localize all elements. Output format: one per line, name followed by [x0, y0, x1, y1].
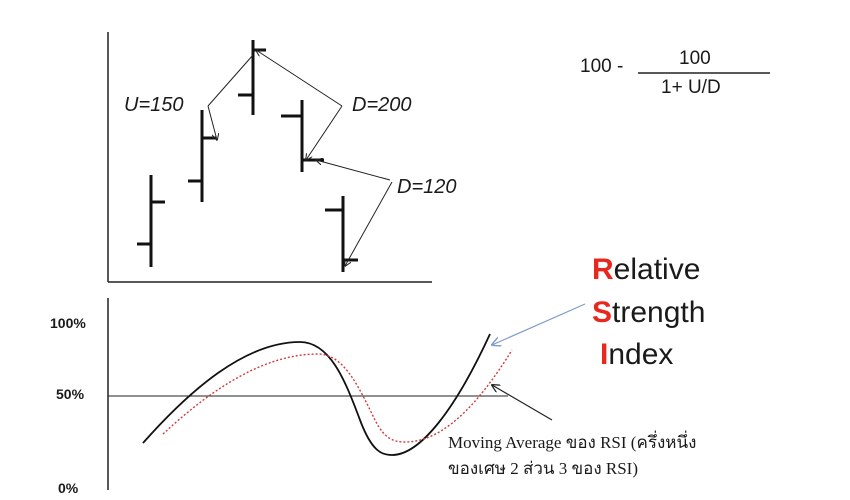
d2-arrow-bottom — [345, 181, 393, 266]
u-arrow-line — [207, 54, 254, 107]
price-bar-1 — [137, 175, 165, 267]
u-arrow — [207, 105, 217, 140]
ohlc-bars — [137, 40, 358, 272]
d1-arrow-top — [256, 50, 343, 107]
price-chart-axes — [107, 32, 432, 283]
label-u: U=150 — [124, 94, 184, 116]
rsi-title: Relative Strength Index — [592, 253, 705, 371]
title-strength: Strength — [592, 296, 705, 329]
y-label-50: 50% — [56, 386, 85, 402]
price-bar-5 — [325, 196, 358, 272]
price-bar-3 — [238, 40, 266, 115]
formula-numerator: 100 — [679, 48, 711, 69]
price-bar-2 — [188, 110, 216, 202]
y-label-0: 0% — [58, 480, 79, 496]
label-d1: D=200 — [352, 94, 412, 116]
d2-arrow-top — [316, 160, 391, 181]
y-label-100: 100% — [50, 315, 86, 331]
rsi-line — [142, 333, 491, 456]
title-relative: Relative — [592, 253, 700, 286]
formula-prefix: 100 - — [580, 56, 623, 77]
moving-average-line — [162, 349, 513, 443]
arrows — [207, 50, 393, 266]
title-index: Index — [600, 338, 673, 371]
rsi-formula: 100 - 100 1+ U/D — [580, 48, 770, 98]
caption-line-1: Moving Average ของ RSI (ครึ่งหนึ่ง — [448, 430, 696, 452]
label-d2: D=120 — [397, 176, 457, 198]
formula-denominator: 1+ U/D — [661, 77, 721, 98]
caption-line-2: ของเศษ 2 ส่วน 3 ของ RSI) — [448, 459, 638, 478]
rsi-pointer-arrow — [492, 303, 586, 345]
ma-pointer-arrow — [492, 385, 553, 421]
d1-arrow-bottom — [306, 105, 343, 160]
price-bar-4 — [281, 100, 324, 172]
